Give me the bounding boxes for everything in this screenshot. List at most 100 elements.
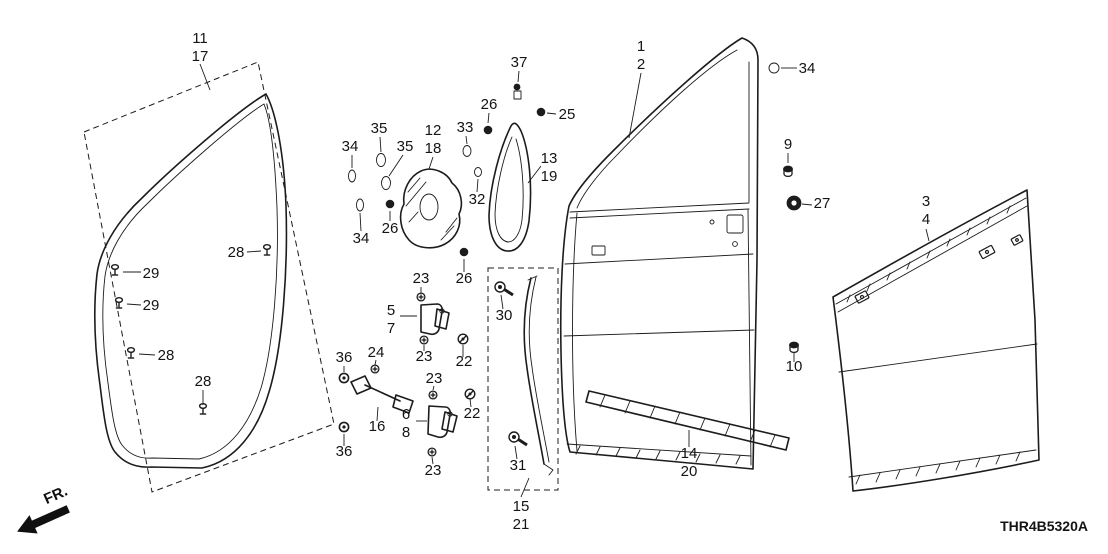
part-callout-34: 34 xyxy=(799,60,816,77)
corner-bracket-detail xyxy=(1010,234,1024,246)
panel-crease-1 xyxy=(564,253,754,265)
checker-arm xyxy=(364,384,401,402)
center-bracket-shape xyxy=(399,168,463,249)
grommet-10-icon xyxy=(788,340,800,354)
part-callout-25: 25 xyxy=(559,106,576,123)
bolt-22-icon xyxy=(457,333,469,345)
fr-label: FR. xyxy=(41,483,70,508)
part-callout-28: 28 xyxy=(195,373,212,390)
run-channel-top-hook xyxy=(527,275,538,281)
oring-35-icon xyxy=(376,153,386,167)
belt-line-2 xyxy=(569,208,750,219)
inner-door-panel-group xyxy=(559,37,759,470)
part-callout-15: 15 xyxy=(513,498,530,515)
part-callout-16: 16 xyxy=(369,418,386,435)
callout-labels: 1117292928282834353534261218333226372513… xyxy=(143,30,931,533)
upper-hinge-leaf xyxy=(434,308,450,330)
panel-crease-2 xyxy=(563,329,755,337)
part-callout-9: 9 xyxy=(784,136,792,153)
part-callout-35: 35 xyxy=(371,120,388,137)
part-callout-33: 33 xyxy=(457,119,474,136)
part-callout-36: 36 xyxy=(336,349,353,366)
part-callout-26: 26 xyxy=(481,96,498,113)
channel-boundary xyxy=(487,267,559,491)
front-sash-inner-line xyxy=(494,136,524,243)
part-callout-26: 26 xyxy=(456,270,473,287)
part-callout-23: 23 xyxy=(425,462,442,479)
small-fasteners-group xyxy=(348,83,546,257)
part-callout-28: 28 xyxy=(228,244,245,261)
lower-molding-group xyxy=(585,390,790,451)
weatherstrip-outer-shape xyxy=(94,93,288,469)
part-callout-27: 27 xyxy=(814,195,831,212)
run-channel-inner-line xyxy=(528,276,550,463)
part-callout-31: 31 xyxy=(510,457,527,474)
part-callout-32: 32 xyxy=(469,191,486,208)
run-channel-shape xyxy=(523,277,545,465)
part-callout-23: 23 xyxy=(426,370,443,387)
part-callout-18: 18 xyxy=(425,140,442,157)
part-callout-11: 11 xyxy=(192,30,208,47)
panel-hole-detail xyxy=(709,219,715,225)
part-callout-6: 6 xyxy=(402,406,410,423)
bolt-30-icon xyxy=(493,280,515,297)
diagram-code: THR4B5320A xyxy=(1000,518,1088,534)
right-grommets-group xyxy=(768,62,802,354)
perspective-boundary xyxy=(83,61,335,493)
part-callout-37: 37 xyxy=(511,54,528,71)
belt-line-1 xyxy=(569,202,750,213)
part-callout-23: 23 xyxy=(413,270,430,287)
nut-36-icon xyxy=(338,372,350,384)
part-callout-34: 34 xyxy=(342,138,359,155)
part-callout-14: 14 xyxy=(681,445,698,462)
outer-crease-line xyxy=(838,343,1038,373)
hinge-group xyxy=(416,292,476,457)
part-callout-20: 20 xyxy=(681,463,698,480)
checker-body xyxy=(392,394,414,414)
clip-34-icon xyxy=(768,62,780,74)
part-callout-36: 36 xyxy=(336,443,353,460)
clip-28-icon xyxy=(126,347,136,359)
center-bracket-group xyxy=(399,168,463,249)
front-face-line xyxy=(572,212,578,452)
part-callout-8: 8 xyxy=(402,424,410,441)
lower-hinge-shape xyxy=(427,405,452,439)
nut-36-icon xyxy=(338,421,350,433)
grommet-27-hole xyxy=(791,200,797,206)
grommet-9-icon xyxy=(782,164,794,178)
inner-door-outline xyxy=(559,37,759,470)
leader-lines xyxy=(123,63,930,498)
fr-arrow-icon xyxy=(17,505,70,534)
part-callout-3: 3 xyxy=(922,193,930,210)
run-channel-foot xyxy=(543,463,554,476)
clip-28-icon xyxy=(198,403,208,415)
inner-door-bottom-hatching xyxy=(575,445,741,465)
bolt-23-icon xyxy=(416,292,426,302)
bolt-26-icon xyxy=(459,247,469,257)
latch-cutout-detail xyxy=(726,214,744,234)
latch-hole-detail xyxy=(732,241,738,247)
bolt-23-icon xyxy=(428,390,438,400)
part-callout-13: 13 xyxy=(541,150,558,167)
screw-37-icon xyxy=(513,83,521,91)
bolt-26-icon xyxy=(385,199,395,209)
clip-29-icon xyxy=(110,264,120,276)
outer-belt-line-2 xyxy=(837,205,1028,313)
outer-belt-line-1 xyxy=(835,197,1027,305)
part-callout-22: 22 xyxy=(456,353,473,370)
part-callout-10: 10 xyxy=(786,358,803,375)
front-sash-shape xyxy=(488,122,532,252)
part-callout-19: 19 xyxy=(541,168,558,185)
run-channel-group xyxy=(487,267,559,491)
part-callout-28: 28 xyxy=(158,347,175,364)
upper-hinge-pin xyxy=(439,308,445,314)
part-callout-26: 26 xyxy=(382,220,399,237)
bracket-hole xyxy=(419,193,439,221)
part-callout-22: 22 xyxy=(464,405,481,422)
bolt-26-icon xyxy=(483,125,493,135)
bottom-band-line xyxy=(566,443,752,457)
weatherstrip-inner-shape xyxy=(102,103,278,460)
bolt-23-icon xyxy=(419,335,429,345)
part-callout-5: 5 xyxy=(387,302,395,319)
part-callout-30: 30 xyxy=(496,307,513,324)
